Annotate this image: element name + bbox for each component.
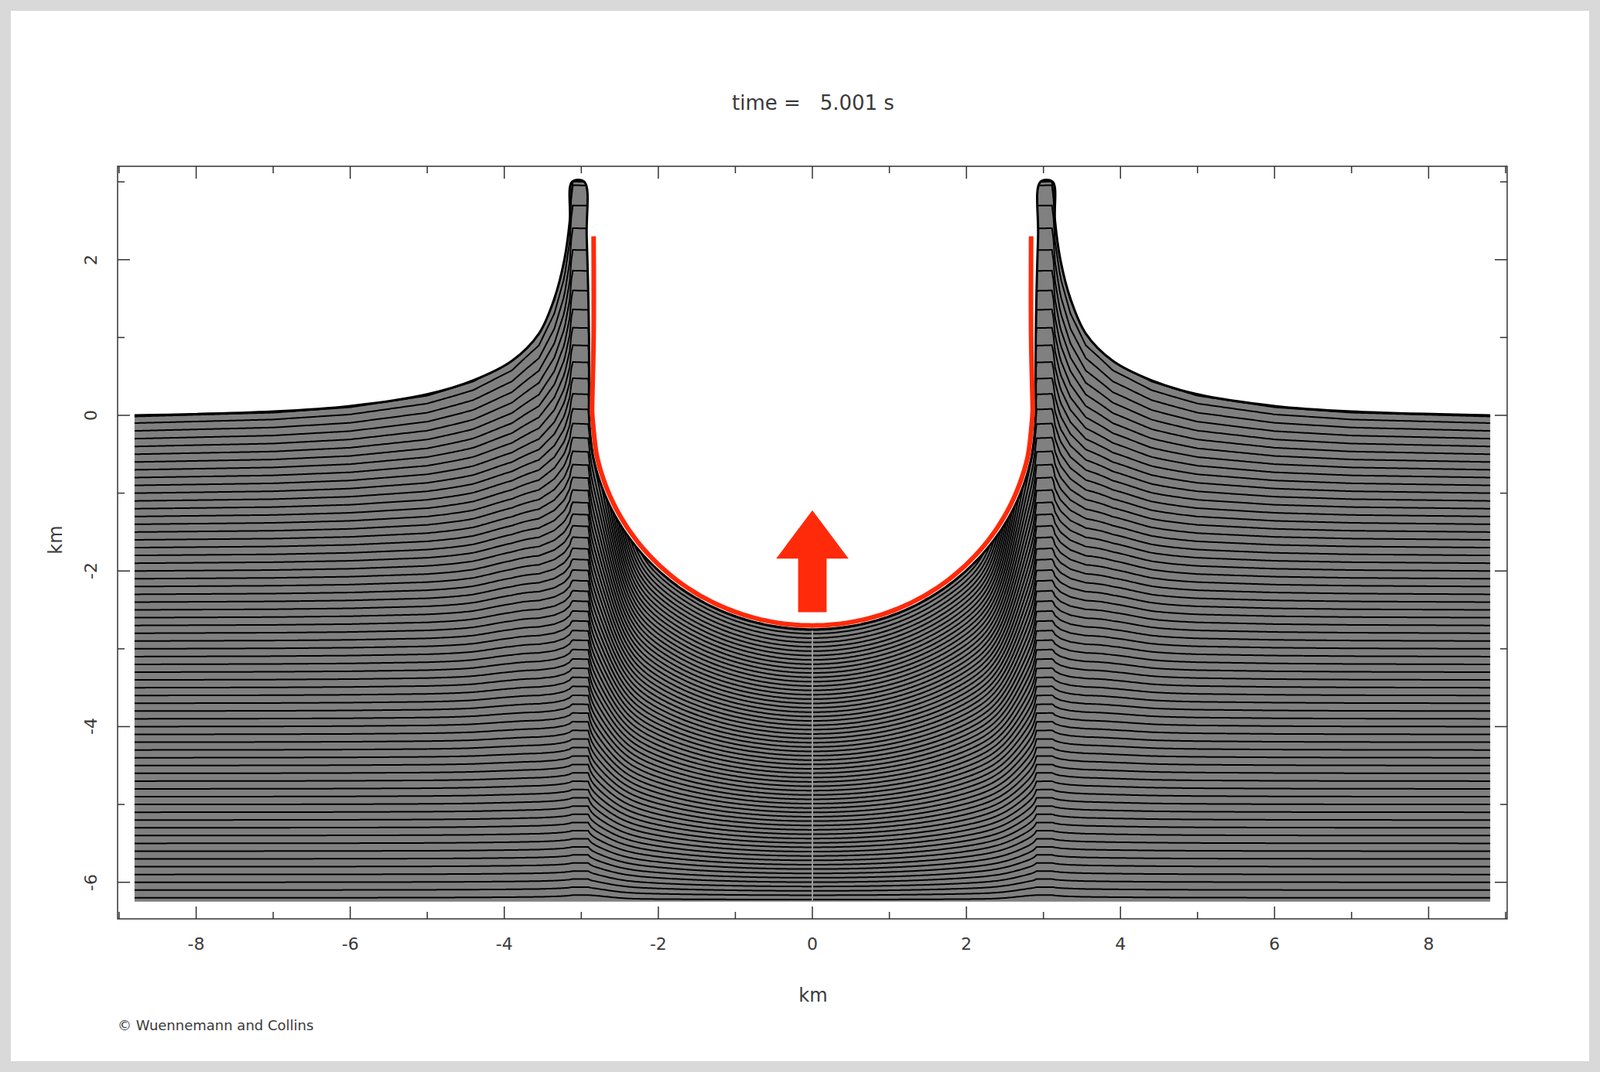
tick-label: -2	[82, 562, 100, 580]
tick-label: -6	[341, 936, 359, 954]
tick-label: 6	[1268, 936, 1280, 954]
tick-label: 0	[82, 410, 100, 421]
surface-outline	[134, 180, 1491, 630]
tick-label: -4	[495, 936, 513, 954]
tick-label: 2	[82, 254, 100, 266]
axis-label: km	[46, 525, 65, 554]
axis-of-symmetry	[811, 629, 814, 903]
plot-title: time = 5.001 s	[731, 92, 895, 113]
tick-label: -4	[82, 717, 100, 736]
tick-label: 4	[1114, 936, 1126, 954]
uplift-arrow	[776, 510, 849, 613]
tick-label: 8	[1422, 936, 1434, 954]
tick-label: -6	[82, 874, 100, 892]
target-domain	[134, 180, 1491, 903]
plot-frame	[117, 166, 1508, 920]
tick-label: -8	[188, 936, 206, 954]
tick-label: 2	[960, 936, 972, 954]
crater-outline	[591, 236, 1033, 626]
tick-label: 0	[806, 936, 818, 954]
axis-label: km	[798, 986, 828, 1006]
credit-note: © Wuennemann and Collins	[117, 1018, 314, 1033]
tick-label: -2	[649, 936, 667, 954]
